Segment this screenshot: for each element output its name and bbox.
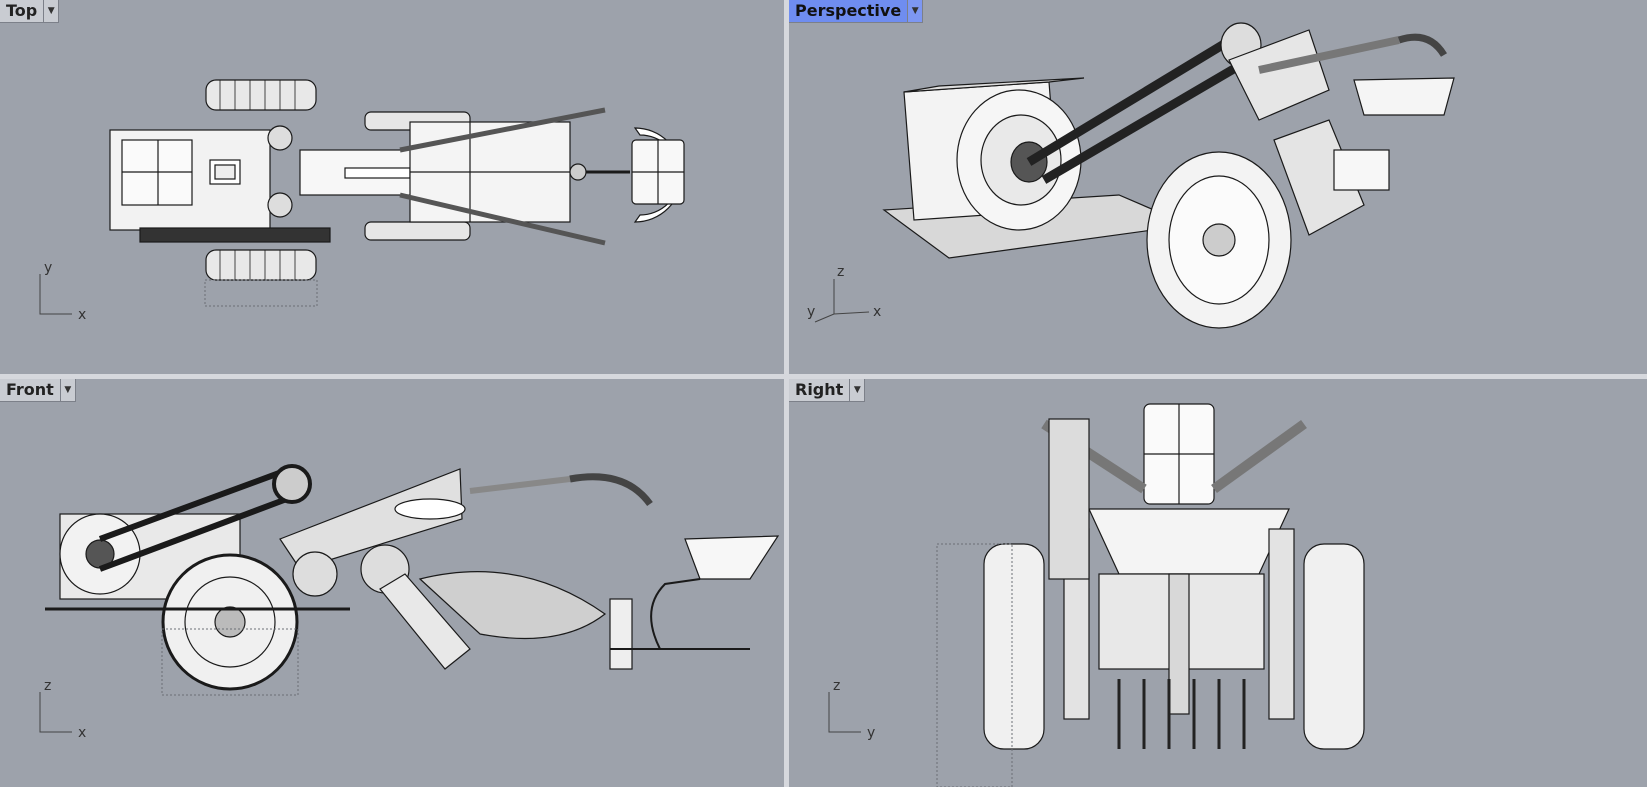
axis-label-y: y	[44, 260, 52, 276]
chevron-down-icon[interactable]: ▼	[59, 379, 75, 401]
axis-label-x: x	[78, 307, 86, 323]
axis-label-z: z	[833, 678, 840, 694]
axis-label-y: y	[867, 725, 875, 741]
viewport-right[interactable]: Right ▼ z y	[789, 379, 1647, 787]
viewport-title: Perspective	[795, 1, 902, 20]
viewport-title: Right	[795, 380, 844, 399]
top-view-model	[109, 79, 685, 307]
viewport-label-perspective[interactable]: Perspective ▼	[789, 0, 924, 23]
axis-indicator: z y	[828, 678, 889, 752]
right-view-model	[936, 403, 1365, 787]
axis-indicator: z y x	[807, 264, 881, 334]
viewport-title: Front	[6, 380, 54, 399]
viewport-front[interactable]: Front ▼ z x	[0, 379, 784, 787]
axis-label-x: x	[873, 304, 881, 320]
viewport-perspective[interactable]: Perspective ▼ z y x	[789, 0, 1647, 374]
chevron-down-icon[interactable]: ▼	[849, 379, 864, 401]
viewport-top[interactable]: Top ▼ y x	[0, 0, 784, 374]
viewport-label-top[interactable]: Top ▼	[0, 0, 60, 23]
chevron-down-icon[interactable]: ▼	[907, 0, 923, 22]
axis-label-y: y	[807, 304, 815, 320]
viewport-title: Top	[6, 1, 38, 20]
viewport-label-right[interactable]: Right ▼	[789, 379, 866, 402]
axis-label-x: x	[78, 725, 86, 741]
axis-indicator: y x	[39, 260, 100, 334]
axis-label-z: z	[44, 678, 51, 694]
viewport-label-front[interactable]: Front ▼	[0, 379, 76, 402]
perspective-view-model	[882, 22, 1455, 329]
chevron-down-icon[interactable]: ▼	[43, 0, 58, 22]
axis-indicator: z x	[39, 678, 100, 752]
axis-label-z: z	[837, 264, 844, 280]
front-view-model	[45, 464, 780, 696]
